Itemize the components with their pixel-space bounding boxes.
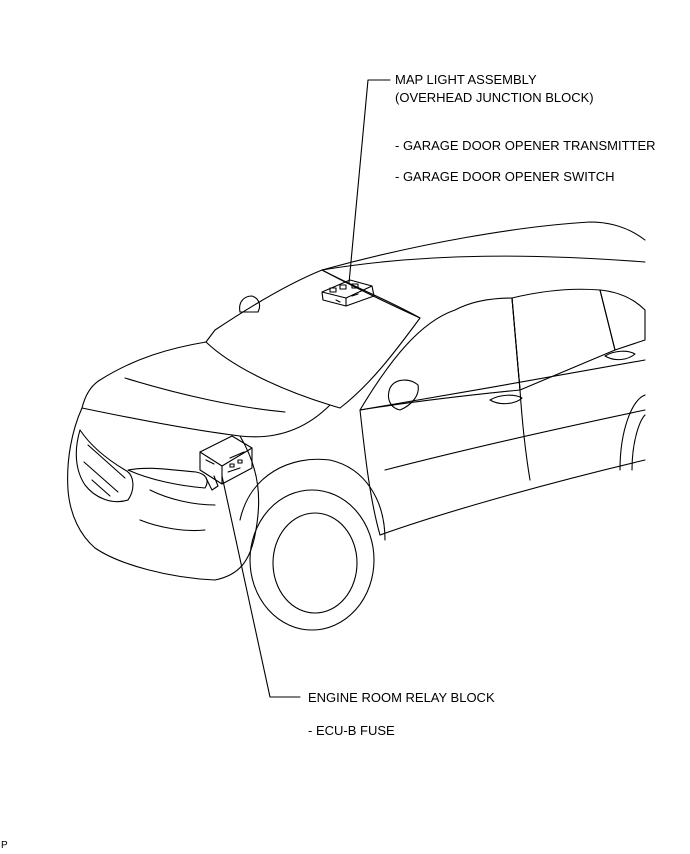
hood-front-edge bbox=[82, 405, 330, 437]
rear-wheel-arch bbox=[620, 395, 645, 470]
car-roof-rear-line bbox=[322, 256, 645, 270]
front-wheel-inner bbox=[273, 513, 357, 613]
rear-door-handle bbox=[605, 351, 635, 359]
headlamp bbox=[128, 468, 207, 488]
car-roof-outline bbox=[322, 222, 645, 270]
engine-room-relay-block-label: ENGINE ROOM RELAY BLOCK bbox=[308, 690, 495, 705]
beltline bbox=[360, 360, 645, 410]
figure-code: P bbox=[1, 840, 8, 851]
grille-spindle-lines bbox=[84, 445, 125, 496]
rear-wheel-partial bbox=[632, 415, 645, 470]
front-door-window bbox=[360, 298, 520, 410]
windshield bbox=[206, 270, 420, 408]
hood-crease bbox=[125, 378, 285, 412]
windshield-top-frame bbox=[322, 270, 420, 318]
leader-line-map-light bbox=[349, 80, 390, 283]
door-line-front bbox=[360, 410, 380, 535]
engine-room-relay-block-icon bbox=[200, 436, 252, 490]
side-sill bbox=[380, 460, 645, 535]
map-light-assembly-icon bbox=[322, 280, 374, 306]
front-wheel-arch bbox=[240, 459, 385, 540]
leader-line-relay-block bbox=[222, 476, 300, 697]
garage-door-opener-transmitter-label: - GARAGE DOOR OPENER TRANSMITTER bbox=[395, 138, 656, 153]
front-bumper-outline bbox=[68, 408, 215, 580]
ecu-b-fuse-label: - ECU-B FUSE bbox=[308, 723, 395, 738]
overhead-junction-block-label: (OVERHEAD JUNCTION BLOCK) bbox=[395, 90, 594, 105]
garage-door-opener-switch-label: - GARAGE DOOR OPENER SWITCH bbox=[395, 169, 615, 184]
front-wheel-outer bbox=[250, 490, 374, 630]
bumper-fog-lamp bbox=[140, 520, 205, 531]
hood-outline bbox=[82, 342, 206, 408]
front-door-handle bbox=[490, 395, 522, 403]
side-crease bbox=[385, 410, 645, 470]
mirror-far-side bbox=[240, 296, 260, 312]
map-light-assembly-label: MAP LIGHT ASSEMBLY bbox=[395, 72, 537, 87]
grille-outline bbox=[76, 430, 133, 502]
door-seam-middle bbox=[512, 298, 530, 480]
rear-quarter-window bbox=[600, 290, 645, 350]
bumper-lower-vent bbox=[150, 490, 215, 505]
mirror-near-side bbox=[388, 380, 418, 410]
